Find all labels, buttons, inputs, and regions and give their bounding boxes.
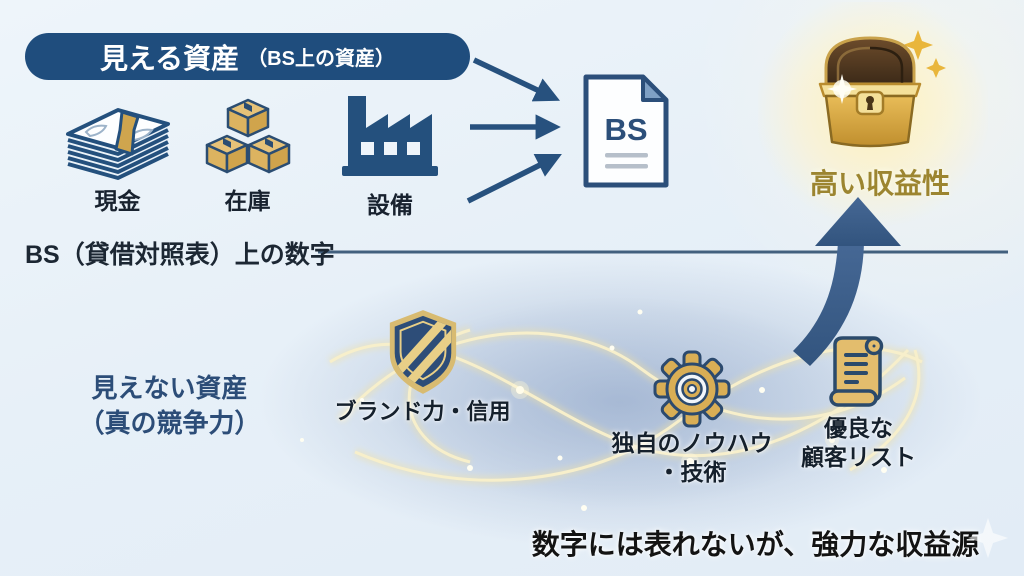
invisible-assets-title: 見えない資産 （真の競争力） <box>52 371 287 441</box>
asset-customer-list: 優良な 顧客リスト <box>786 330 931 472</box>
asset-equipment: 設備 <box>330 92 450 220</box>
treasure-chest-icon <box>818 30 946 148</box>
scroll-icon <box>828 336 883 407</box>
arrow-bottom-to-bs <box>466 154 562 204</box>
asset-label-line2: ・技術 <box>657 459 727 485</box>
asset-label-line1: 優良な <box>824 415 893 441</box>
factory-icon <box>342 96 438 176</box>
asset-brand-trust: ブランド力・信用 <box>330 307 515 426</box>
asset-label-line2: 顧客リスト <box>801 444 916 470</box>
bs-document-icon: BS <box>583 74 669 188</box>
svg-text:BS: BS <box>604 112 647 147</box>
visible-assets-pill: 見える資産 （BS上の資産） <box>25 33 470 80</box>
asset-cash: 現金 <box>50 92 185 216</box>
asset-label: 現金 <box>94 188 141 214</box>
pill-title: 見える資産 <box>100 42 240 74</box>
invisible-title-line1: 見えない資産 <box>91 373 248 403</box>
invisible-assets-caption: 数字には表れないが、強力な収益源 <box>531 529 980 560</box>
asset-knowhow: 独自のノウハウ ・技術 <box>602 349 782 487</box>
treasure-chest <box>800 26 950 166</box>
invisible-title-line2: （真の競争力） <box>78 408 261 438</box>
cash-icon <box>65 108 170 180</box>
asset-label-line1: 独自のノウハウ <box>611 430 773 456</box>
sparkle-icon <box>968 518 1008 558</box>
profitability-label: 高い収益性 <box>809 168 950 199</box>
asset-inventory: 在庫 <box>190 94 305 216</box>
asset-label: 設備 <box>367 192 413 218</box>
asset-label: ブランド力・信用 <box>334 399 511 424</box>
arrow-pill-to-bs <box>472 57 561 102</box>
bs-numbers-caption: BS（貸借対照表）上の数字 <box>25 241 335 269</box>
gear-icon <box>653 350 731 428</box>
inventory-boxes-icon <box>205 98 290 174</box>
balance-sheet-document: BS <box>581 72 671 195</box>
pill-subtitle: （BS上の資産） <box>247 48 395 70</box>
shield-icon <box>389 310 456 394</box>
asset-label: 在庫 <box>224 188 271 214</box>
